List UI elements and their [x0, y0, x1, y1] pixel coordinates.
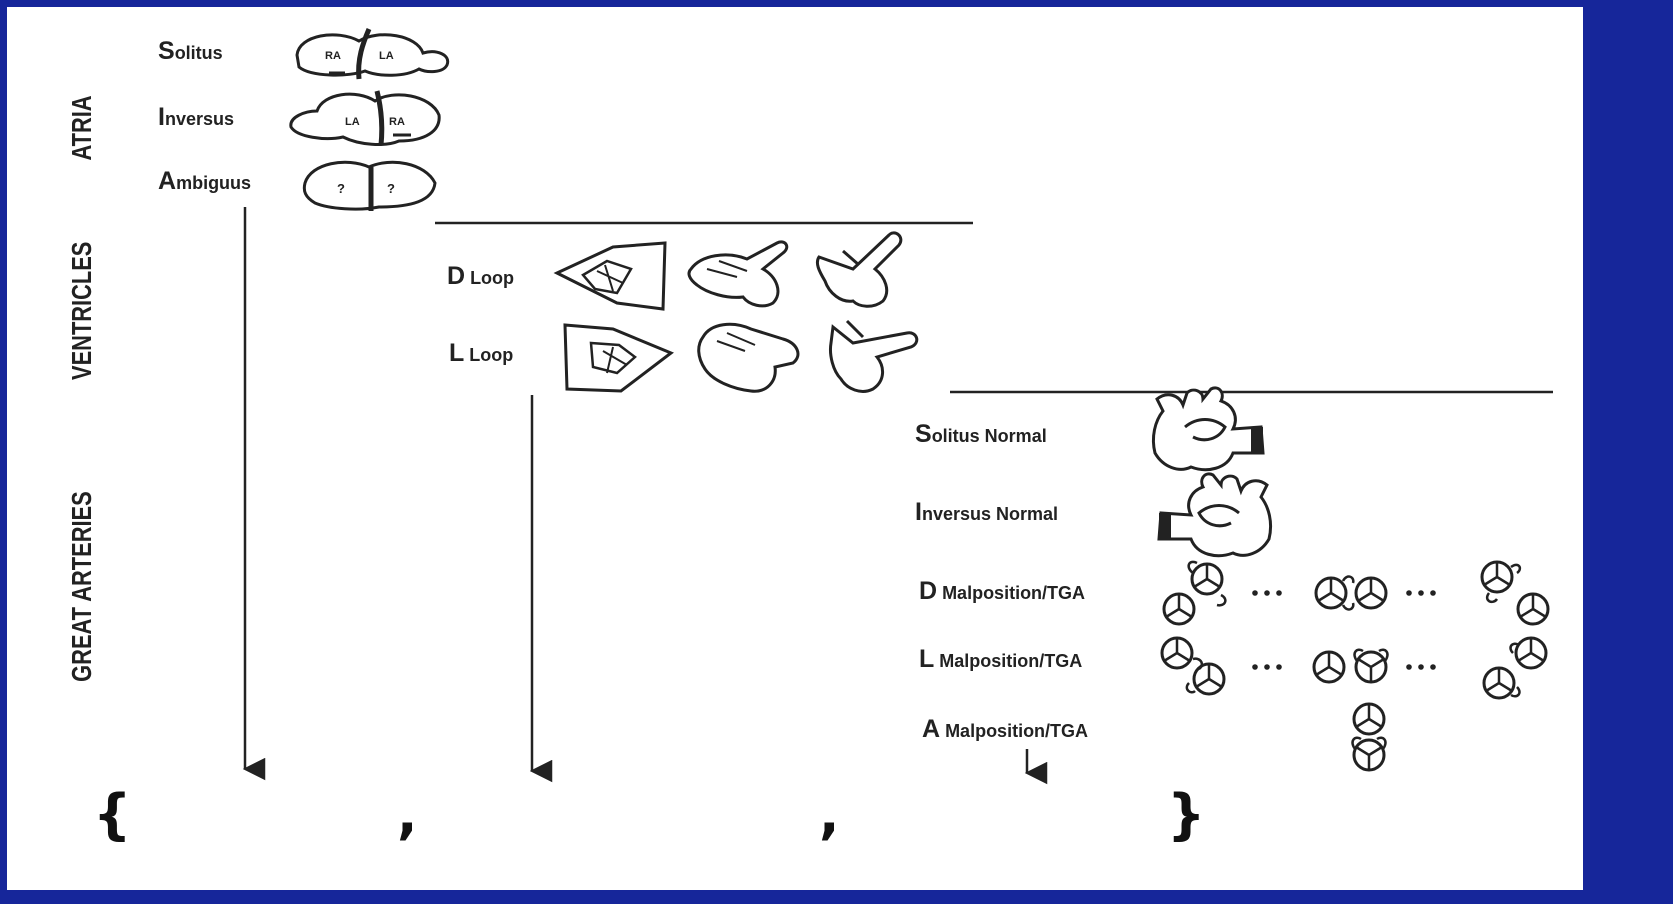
ga-label-a-malposition: A Malposition/TGA [922, 715, 1088, 744]
ga-inversus-normal-drawing [1157, 472, 1273, 558]
d-loop-gesture-drawing [815, 231, 903, 308]
ga-a-malposition-drawing [1351, 702, 1387, 772]
atria-label-ambiguus: Ambiguus [158, 167, 251, 196]
comma-2: , [819, 783, 840, 846]
ga-l-rest: Malposition/TGA [934, 651, 1083, 671]
atria-inversus-left-text: LA [345, 116, 360, 128]
l-loop-gesture-drawing [829, 319, 919, 393]
ga-d-malposition-dots-2 [1406, 590, 1436, 596]
atria-ambiguus-initial: A [158, 167, 177, 195]
diagram-drawing: RA LA LA RA ? ? [242, 28, 1553, 785]
atria-solitus-drawing: RA LA [295, 28, 450, 80]
ga-d-malposition-drawing-2 [1314, 575, 1388, 611]
ga-label-d-malposition: D Malposition/TGA [919, 577, 1085, 606]
atria-ambiguus-rest: mbiguus [176, 173, 252, 193]
close-brace: } [1167, 783, 1206, 846]
ga-l-malposition-drawing-3 [1482, 636, 1548, 700]
ventricle-d-rest: Loop [465, 268, 515, 288]
atria-inversus-initial: I [158, 103, 165, 131]
diagram-stage: ATRIA VENTRICLES GREAT ARTERIES Solitus … [7, 7, 1573, 857]
atria-ambiguus-left-text: ? [337, 181, 345, 196]
ga-l-malposition-dots-1 [1252, 664, 1282, 670]
ventricle-d-initial: D [447, 262, 466, 290]
ga-label-l-malposition: L Malposition/TGA [919, 645, 1082, 674]
atria-label-inversus: Inversus [158, 103, 234, 132]
ga-d-malposition-dots-1 [1252, 590, 1282, 596]
ga-d-malposition-drawing-1 [1162, 560, 1227, 626]
atria-solitus-right-text: LA [379, 50, 394, 62]
atria-ambiguus-drawing: ? ? [302, 160, 437, 211]
ventricle-l-rest: Loop [464, 345, 514, 365]
ga-solitus-initial: S [915, 420, 932, 448]
atria-ambiguus-right-text: ? [387, 181, 395, 196]
ga-l-malposition-dots-2 [1406, 664, 1436, 670]
ga-solitus-rest: olitus Normal [931, 426, 1047, 446]
d-loop-heart-drawing [553, 241, 667, 311]
ga-label-solitus-normal: Solitus Normal [915, 420, 1047, 449]
ventricle-label-l-loop: L Loop [449, 339, 513, 368]
atria-inversus-rest: nversus [164, 109, 234, 129]
ga-a-initial: A [922, 715, 941, 743]
atria-solitus-left-text: RA [325, 50, 341, 62]
open-brace: { [93, 783, 132, 846]
ga-l-initial: L [919, 645, 935, 673]
ga-inversus-rest: nversus Normal [921, 504, 1059, 524]
comma-1: , [397, 783, 418, 846]
ga-label-inversus-normal: Inversus Normal [915, 498, 1058, 527]
atria-solitus-rest: olitus [174, 43, 223, 63]
d-loop-hand-drawing [687, 240, 789, 308]
ga-a-rest: Malposition/TGA [940, 721, 1089, 741]
atria-label-solitus: Solitus [158, 37, 223, 66]
atria-inversus-drawing: LA RA [289, 90, 441, 146]
atria-solitus-initial: S [158, 37, 175, 65]
ga-l-malposition-drawing-1 [1160, 636, 1226, 696]
ga-d-malposition-drawing-3 [1480, 560, 1550, 626]
ga-l-malposition-drawing-2 [1312, 648, 1389, 684]
ga-inversus-initial: I [915, 498, 922, 526]
ga-d-initial: D [919, 577, 938, 605]
ventricle-label-d-loop: D Loop [447, 262, 514, 291]
atria-inversus-right-text: RA [389, 116, 405, 128]
ga-d-rest: Malposition/TGA [937, 583, 1086, 603]
l-loop-hand-drawing [697, 322, 800, 393]
l-loop-heart-drawing [563, 323, 674, 393]
ga-solitus-normal-drawing [1151, 386, 1265, 472]
ventricle-l-initial: L [449, 339, 465, 367]
